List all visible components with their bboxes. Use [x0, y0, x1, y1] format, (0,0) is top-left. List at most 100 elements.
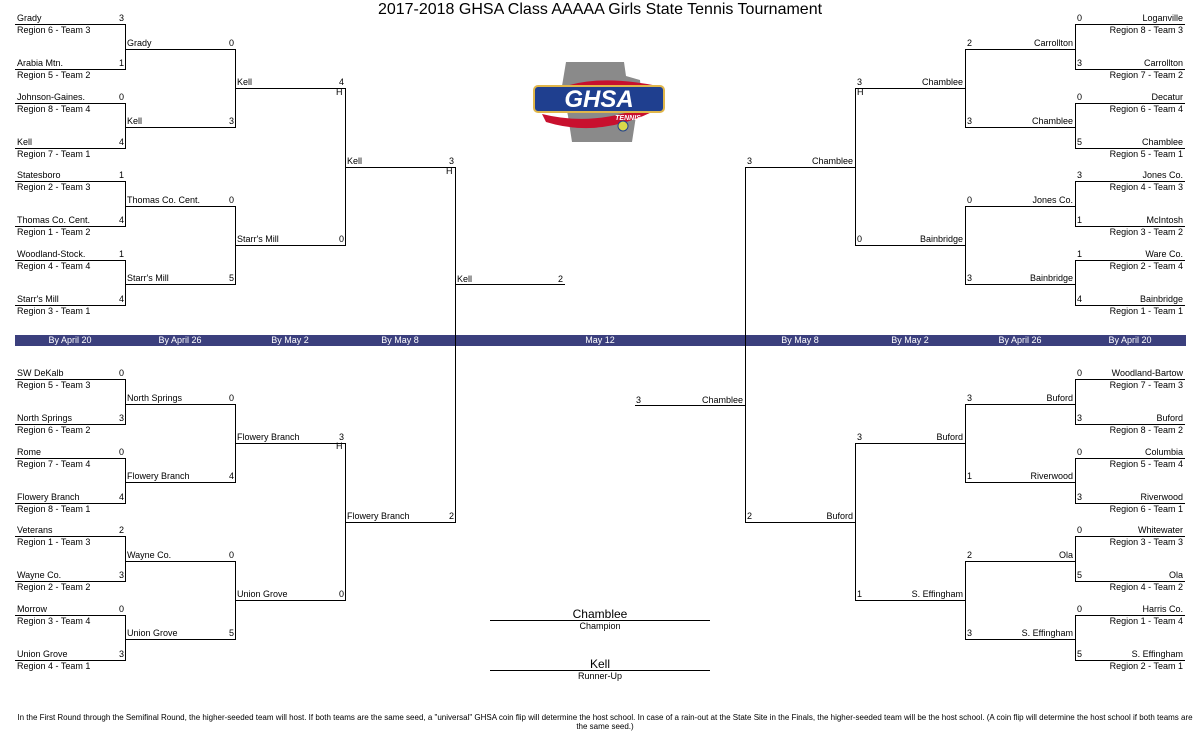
team-name: Bainbridge	[919, 234, 963, 244]
bracket-line	[345, 167, 455, 168]
bracket-connector	[1075, 379, 1076, 425]
team-score: 0	[967, 195, 973, 205]
bracket-line	[965, 482, 1075, 483]
team-seed: Region 3 - Team 2	[1109, 227, 1183, 237]
team-seed: Region 8 - Team 1	[17, 503, 91, 514]
team-name: Loganville	[1142, 13, 1183, 23]
team-name: Riverwood	[1140, 491, 1183, 502]
bracket-line	[745, 522, 855, 523]
team-score: 2	[967, 550, 973, 560]
bracket-line	[15, 536, 125, 537]
team-score: 3	[967, 273, 973, 283]
bracket-line	[855, 443, 965, 444]
host-marker: H	[336, 87, 343, 97]
bracket-connector	[125, 379, 126, 425]
team-score: 0	[1077, 91, 1083, 102]
team-name: Kell	[127, 116, 143, 126]
bracket-connector	[1075, 102, 1076, 149]
bracket-line	[1075, 226, 1185, 227]
team-seed: Region 2 - Team 2	[17, 582, 91, 592]
team-seed: Region 1 - Team 3	[17, 537, 91, 547]
bracket-line	[15, 147, 125, 149]
team-name: Grady	[17, 13, 42, 23]
team-seed: Region 5 - Team 1	[1109, 148, 1183, 159]
bracket-connector	[965, 404, 966, 483]
bracket-line	[125, 561, 235, 562]
team-name: Jones Co.	[1142, 170, 1183, 180]
round-date-label: By April 20	[48, 335, 92, 345]
team-name: S. Effingham	[911, 589, 963, 599]
team-score: 4	[119, 136, 125, 147]
team-name: Arabia Mtn.	[17, 58, 64, 68]
team-score: 0	[857, 234, 863, 244]
team-name: Jones Co.	[1032, 195, 1073, 205]
team-name: Veterans	[17, 525, 53, 535]
team-score: 3	[229, 116, 235, 126]
team-name: Wayne Co.	[127, 550, 172, 560]
finalist-name: Chamblee	[701, 395, 743, 405]
team-score: 1	[119, 58, 125, 68]
team-name: Flowery Branch	[347, 511, 410, 521]
team-name: Chamblee	[921, 77, 963, 87]
bracket-line	[125, 639, 235, 640]
team-score: 3	[339, 432, 345, 442]
team-score: 4	[339, 77, 345, 87]
team-score: 0	[339, 234, 345, 244]
bracket-line	[1075, 536, 1185, 537]
runner-up-line	[490, 670, 710, 671]
team-name: Thomas Co. Cent.	[127, 195, 201, 205]
footnote: In the First Round through the Semifinal…	[17, 713, 1193, 731]
bracket-line	[965, 206, 1075, 207]
bracket-connector	[965, 561, 966, 640]
bracket-connector	[125, 24, 126, 70]
bracket-connector	[1075, 259, 1076, 306]
team-seed: Region 1 - Team 1	[1109, 305, 1183, 316]
round-date-label: By April 26	[158, 335, 202, 345]
team-score: 5	[1077, 648, 1083, 659]
team-seed: Region 3 - Team 3	[1109, 537, 1183, 547]
team-score: 0	[229, 195, 235, 205]
bracket-connector	[745, 167, 746, 523]
bracket-connector	[965, 49, 966, 128]
bracket-line	[965, 561, 1075, 562]
bracket-line	[965, 639, 1075, 640]
team-name: Kell	[237, 77, 253, 87]
team-score: 0	[1077, 446, 1083, 457]
bracket-line	[855, 245, 965, 246]
bracket-connector	[125, 614, 126, 661]
team-score: 2	[747, 511, 753, 521]
team-name: Rome	[17, 446, 42, 457]
team-score: 0	[119, 446, 125, 457]
bracket-line	[1075, 304, 1185, 306]
runner-up-name: Kell	[589, 657, 610, 671]
team-name: Starr's Mill	[127, 273, 169, 283]
team-name: McIntosh	[1146, 215, 1183, 225]
bracket-line	[125, 284, 235, 285]
bracket-line	[15, 424, 125, 425]
team-seed: Region 7 - Team 1	[17, 148, 91, 159]
round-date-label: May 12	[585, 335, 615, 345]
team-name: North Springs	[17, 413, 73, 423]
round-date-label: By May 8	[781, 335, 819, 345]
team-score: 0	[339, 589, 345, 599]
team-name: Statesboro	[17, 170, 61, 180]
bracket-line	[745, 167, 855, 168]
team-score: 1	[119, 248, 125, 259]
team-name: Bainbridge	[1139, 293, 1183, 304]
team-score: 0	[229, 550, 235, 560]
team-name: Whitewater	[1137, 525, 1183, 535]
team-score: 3	[119, 13, 125, 23]
page-title: 2017-2018 GHSA Class AAAAA Girls State T…	[377, 1, 823, 18]
bracket-line	[125, 127, 235, 128]
team-name: Woodland-Stock.	[17, 248, 86, 259]
runner-up-block: Kell Runner-Up	[490, 657, 710, 682]
team-name: Kell	[347, 156, 363, 166]
team-name: Harris Co.	[1142, 603, 1183, 614]
bracket-line	[15, 659, 125, 661]
team-seed: Region 6 - Team 3	[17, 25, 91, 35]
team-score: 5	[1077, 570, 1083, 580]
bracket-line	[1075, 259, 1185, 261]
team-score: 1	[1077, 215, 1083, 225]
team-score: 3	[1077, 413, 1083, 423]
bracket-line	[15, 614, 125, 616]
